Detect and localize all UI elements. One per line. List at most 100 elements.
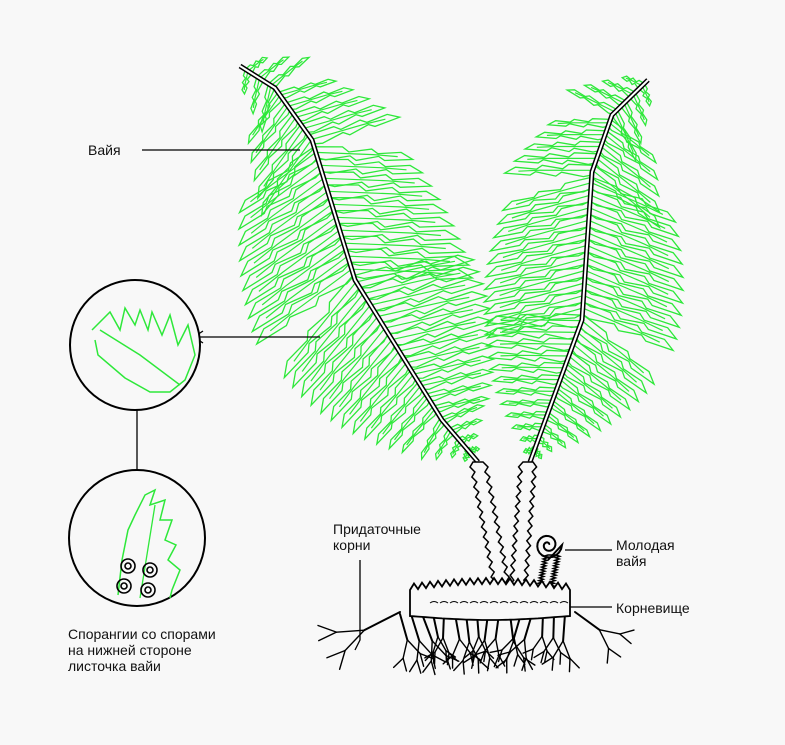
pinna bbox=[582, 301, 675, 352]
pinna-vein bbox=[315, 151, 398, 158]
root bbox=[503, 651, 512, 664]
pinna bbox=[345, 248, 472, 267]
pinna bbox=[630, 92, 648, 127]
pinna-vein bbox=[614, 111, 634, 153]
pinna bbox=[418, 368, 495, 391]
pinna bbox=[558, 375, 613, 426]
pinna bbox=[314, 146, 415, 162]
root bbox=[483, 649, 487, 663]
pinna-vein bbox=[295, 99, 358, 118]
pinna bbox=[590, 176, 678, 224]
root bbox=[494, 637, 500, 657]
pinna-vein bbox=[501, 366, 565, 369]
insets bbox=[68, 279, 206, 607]
pinna-vein bbox=[623, 102, 640, 137]
pinna-vein bbox=[253, 203, 333, 264]
pinna-vein bbox=[420, 372, 482, 387]
pinna-vein bbox=[588, 219, 669, 257]
pinna-vein bbox=[632, 94, 645, 121]
pinna bbox=[575, 326, 648, 395]
pinna bbox=[484, 337, 575, 352]
pinna bbox=[410, 355, 496, 379]
rhizome-scale bbox=[459, 601, 469, 604]
rhizome-body bbox=[409, 576, 571, 621]
rhizome-scale bbox=[449, 601, 459, 604]
pinna-vein bbox=[423, 419, 443, 453]
root bbox=[544, 650, 548, 663]
rhizome-scale bbox=[439, 601, 449, 604]
pinna-vein bbox=[536, 145, 601, 148]
sporangium-icon bbox=[116, 578, 132, 594]
pinna bbox=[434, 428, 454, 462]
pinna-vein bbox=[564, 367, 613, 409]
pinna-vein bbox=[255, 105, 289, 154]
pinna bbox=[449, 438, 463, 459]
pinna bbox=[536, 435, 553, 453]
rachis-inner bbox=[529, 79, 649, 463]
pinna-vein bbox=[303, 109, 372, 129]
root bbox=[607, 647, 622, 658]
pinna bbox=[582, 288, 679, 341]
pinna bbox=[318, 158, 425, 175]
pinna bbox=[612, 109, 637, 163]
root bbox=[422, 660, 432, 673]
pinna bbox=[247, 92, 283, 146]
pinna-vein bbox=[585, 269, 668, 308]
rhizome-scale bbox=[469, 601, 479, 604]
pinna-vein bbox=[255, 216, 337, 278]
pinna bbox=[512, 152, 599, 166]
pinna bbox=[293, 95, 372, 122]
root bbox=[402, 639, 409, 659]
pinna-vein bbox=[511, 194, 591, 219]
pinna bbox=[291, 287, 368, 390]
root bbox=[469, 652, 482, 661]
pinna bbox=[237, 158, 323, 231]
pinna-vein bbox=[301, 293, 364, 372]
pinna bbox=[267, 56, 311, 88]
root bbox=[523, 638, 527, 659]
pinna-vein bbox=[515, 182, 592, 206]
pinna-vein bbox=[406, 346, 480, 364]
pinna-vein bbox=[527, 157, 597, 160]
root bbox=[442, 636, 450, 654]
pinna-vein bbox=[600, 146, 651, 188]
pinna-vein bbox=[406, 408, 436, 446]
pinna bbox=[340, 345, 403, 430]
pinna bbox=[238, 184, 331, 263]
root bbox=[442, 654, 454, 665]
pinna-vein bbox=[607, 81, 634, 96]
pinna-vein bbox=[499, 342, 574, 345]
rhizome-scale bbox=[479, 601, 489, 604]
pinna bbox=[598, 141, 661, 198]
fronds bbox=[237, 56, 685, 464]
pinna-vein bbox=[499, 257, 587, 284]
pinna bbox=[483, 238, 588, 279]
pinna-vein bbox=[269, 268, 353, 332]
pinna-vein bbox=[258, 229, 341, 292]
spore-icon bbox=[144, 586, 152, 594]
pinna-vein bbox=[349, 350, 400, 415]
pinna bbox=[374, 291, 489, 323]
root bbox=[552, 640, 564, 658]
pinna bbox=[566, 350, 632, 412]
root bbox=[418, 639, 434, 656]
pinna-vein bbox=[356, 260, 456, 283]
root bbox=[483, 637, 497, 653]
pinna bbox=[587, 213, 684, 266]
pinna-vein bbox=[582, 307, 660, 343]
pinna bbox=[519, 434, 540, 444]
pinna-vein bbox=[604, 134, 651, 173]
pinna-vein bbox=[310, 304, 371, 382]
pinna-vein bbox=[596, 157, 651, 203]
pinna bbox=[366, 278, 486, 312]
pinna bbox=[352, 357, 410, 436]
pinna bbox=[482, 251, 587, 291]
pinna bbox=[488, 213, 590, 253]
pinna bbox=[586, 238, 685, 292]
pinna bbox=[639, 83, 653, 108]
pinna bbox=[325, 184, 442, 202]
root bbox=[421, 613, 434, 642]
root bbox=[541, 656, 555, 665]
pinna bbox=[237, 146, 318, 215]
